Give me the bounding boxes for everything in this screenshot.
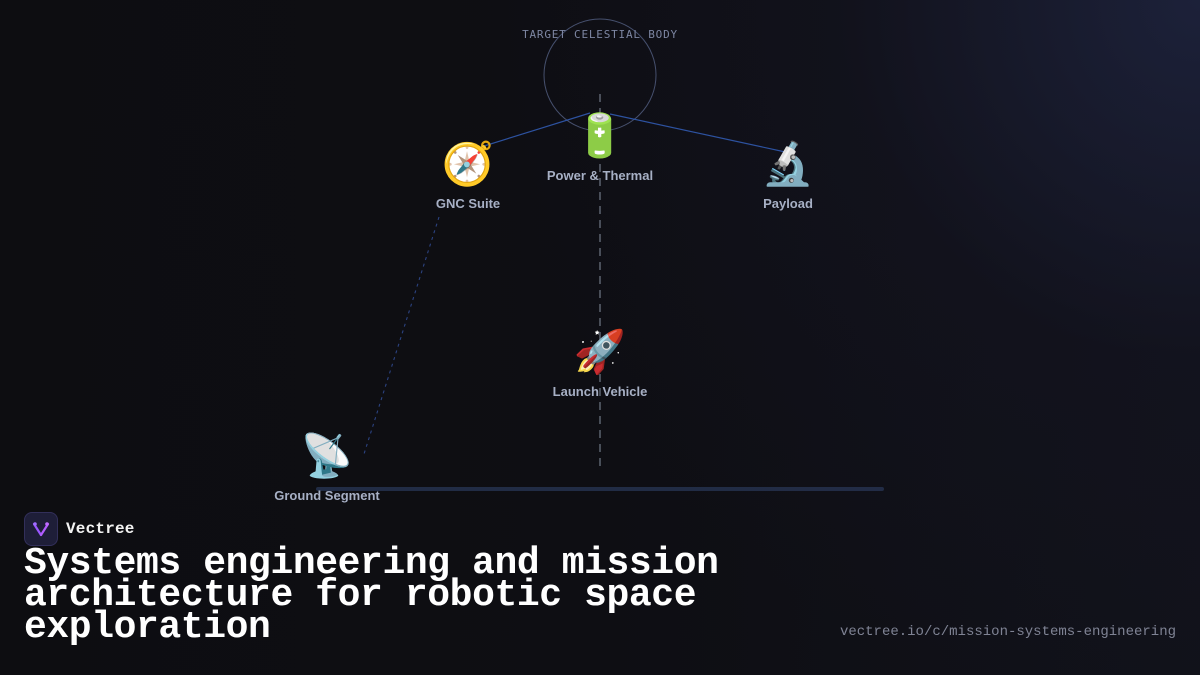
launch-vehicle-node: 🚀 Launch Vehicle (530, 327, 670, 400)
microscope-icon: 🔬 (761, 139, 815, 188)
payload-node: 🔬 Payload (718, 139, 858, 212)
vectree-logo-icon (24, 512, 58, 546)
vectree-logo-left-stroke (32, 522, 43, 537)
gnc-suite-label: GNC Suite (435, 196, 501, 211)
power-payload-connector (609, 113, 791, 154)
gnc-ground-link (363, 216, 440, 455)
power-thermal-node: 🔋 Power & Thermal (530, 111, 670, 184)
battery-icon: 🔋 (573, 111, 627, 160)
satellite-dish-icon: 📡 (300, 431, 354, 480)
launch-vehicle-label: Launch Vehicle (552, 384, 648, 399)
source-url: vectree.io/c/mission-systems-engineering (839, 624, 1176, 640)
gnc-suite-node: 🧭 GNC Suite (398, 139, 538, 212)
brand: Vectree (24, 512, 135, 546)
vectree-logo-right-node (45, 522, 49, 526)
power-gnc-connector (467, 112, 591, 152)
compass-icon: 🧭 (441, 139, 495, 188)
brand-name: Vectree (66, 520, 135, 538)
power-thermal-label: Power & Thermal (546, 168, 654, 183)
vectree-logo-left-node (33, 522, 37, 526)
rocket-icon: 🚀 (573, 327, 627, 376)
page-title: Systems engineering and mission architec… (24, 542, 719, 649)
vectree-logo-right-stroke (39, 522, 50, 537)
ground-segment-label: Ground Segment (274, 488, 380, 503)
ground-segment-node: 📡 Ground Segment (257, 431, 397, 504)
payload-label: Payload (763, 196, 813, 211)
vectree-logo-mark (32, 522, 50, 537)
target-celestial-body-label: TARGET CELESTIAL BODY (522, 28, 678, 41)
target-celestial-body-orbit (543, 18, 657, 132)
